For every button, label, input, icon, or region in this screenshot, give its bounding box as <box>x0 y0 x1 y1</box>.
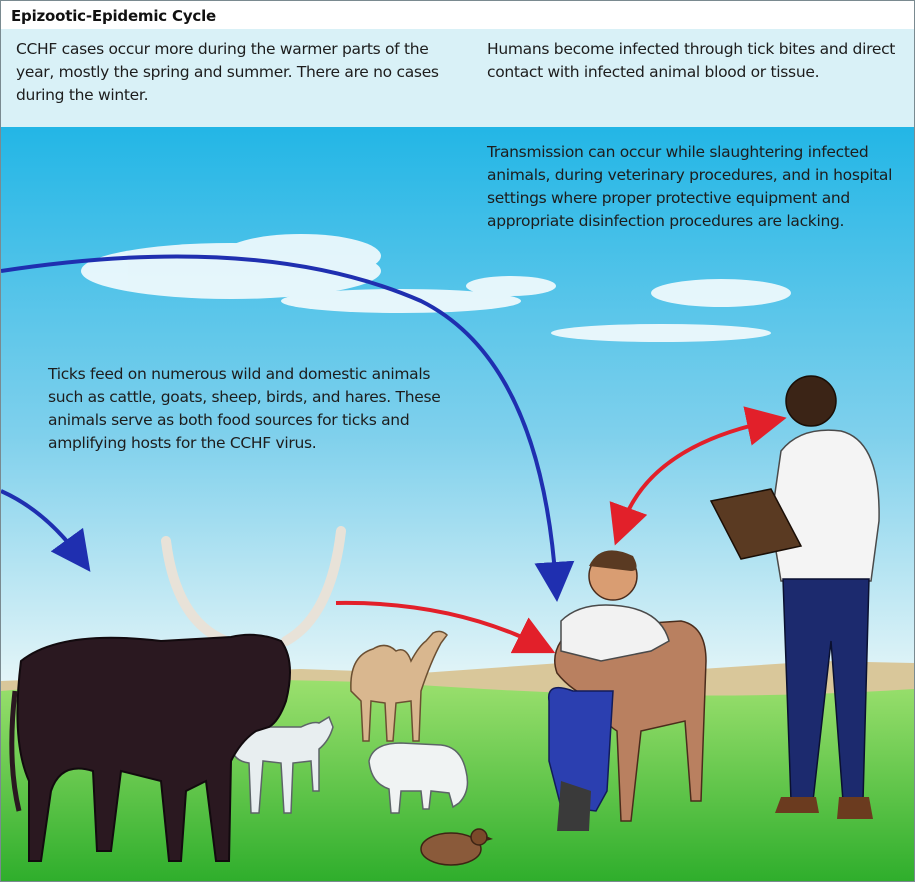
season-note: CCHF cases occur more during the warmer … <box>16 38 456 107</box>
human-infection-note: Humans become infected through tick bite… <box>487 38 907 84</box>
diagram-title: Epizootic-Epidemic Cycle <box>11 7 216 25</box>
ticks-note: Ticks feed on numerous wild and domestic… <box>48 363 448 455</box>
transmission-note: Transmission can occur while slaughterin… <box>487 141 897 233</box>
